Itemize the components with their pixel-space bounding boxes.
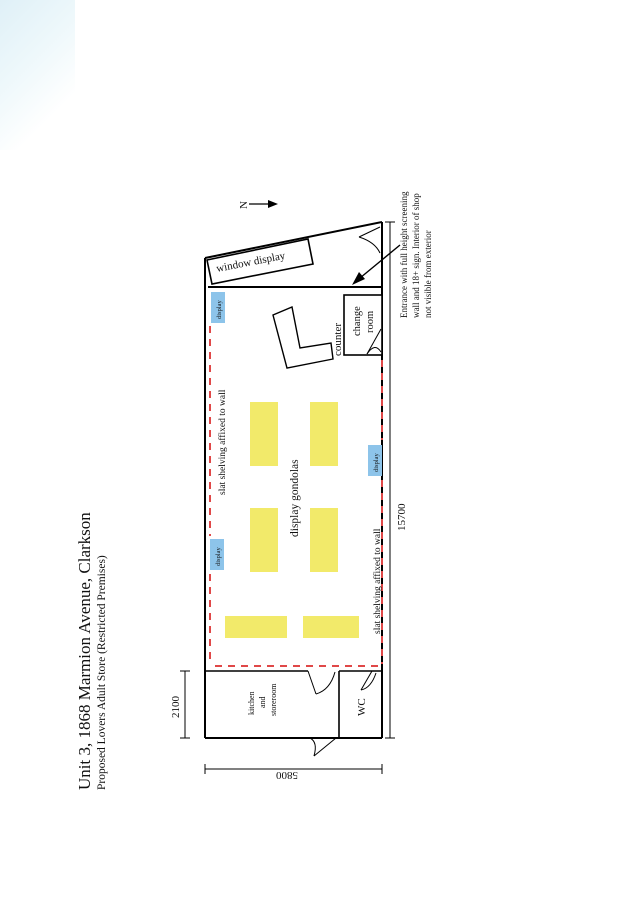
dimension-width-label: 5800	[276, 769, 299, 781]
change-room-label-2: room	[365, 311, 376, 333]
svg-text:display: display	[373, 452, 380, 472]
change-room: change room	[343, 294, 383, 356]
display-badge-right: display	[368, 445, 382, 476]
dimension-kitchen-depth	[180, 670, 190, 739]
dimension-width	[204, 764, 383, 774]
wc-label: WC	[356, 698, 368, 716]
gondola	[225, 616, 287, 638]
kitchen-door	[307, 670, 336, 695]
rear-room-walls	[205, 670, 382, 738]
scan-edge-tint	[0, 0, 75, 150]
dimension-length	[385, 221, 395, 739]
kitchen-label-3: storeroom	[269, 683, 278, 716]
change-room-label-1: change	[352, 306, 363, 336]
svg-text:display: display	[215, 546, 222, 566]
wc-door	[360, 670, 377, 691]
display-gondolas	[225, 402, 359, 638]
gondola	[310, 402, 338, 466]
slat-shelving-label-right: slat shelving affixed to wall	[372, 528, 383, 634]
display-gondolas-label: display gondolas	[289, 459, 301, 537]
entrance-note-line1: Entrance with full height screening	[399, 191, 409, 318]
entrance-door	[358, 226, 381, 254]
counter: counter	[272, 306, 344, 369]
kitchen-label-1: kitchen	[247, 691, 256, 715]
gondola	[250, 508, 278, 572]
display-badge-front: display	[211, 292, 225, 323]
entrance-note-line3: not visible from exterior	[423, 230, 433, 318]
gondola	[310, 508, 338, 572]
dimension-length-label: 15700	[396, 503, 408, 531]
plan-subtitle: Proposed Lovers Adult Store (Restricted …	[96, 555, 108, 790]
rear-door	[309, 737, 337, 757]
slat-shelving-lines	[209, 326, 383, 667]
plan-title: Unit 3, 1868 Marmion Avenue, Clarkson	[75, 512, 94, 790]
display-badge-left: display	[210, 539, 224, 570]
kitchen-label-2: and	[258, 696, 267, 708]
entrance-note-line2: wall and 18+ sign. Interior of shop	[411, 193, 421, 318]
north-label: N	[238, 201, 250, 209]
entrance-arrow-icon	[352, 244, 401, 285]
north-arrow-icon: N	[238, 200, 278, 209]
window-display: window display	[206, 238, 314, 285]
slat-shelving-label-left: slat shelving affixed to wall	[217, 389, 228, 495]
svg-text:display: display	[216, 299, 223, 319]
gondola	[303, 616, 359, 638]
dimension-kitchen-depth-label: 2100	[170, 696, 182, 719]
gondola	[250, 402, 278, 466]
counter-label: counter	[332, 323, 344, 356]
